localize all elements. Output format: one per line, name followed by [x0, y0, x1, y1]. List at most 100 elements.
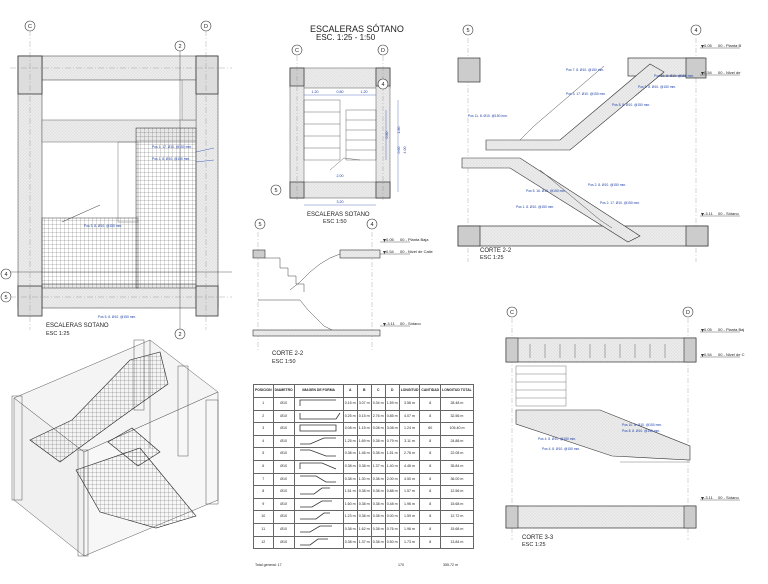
schedule-cell: 0.38 m — [342, 472, 358, 487]
corte-33-title: CORTE 3-3 — [522, 535, 554, 541]
schedule-cell — [293, 497, 344, 512]
schedule-header-cell: B — [356, 384, 372, 398]
schedule-cell: Ø10 — [272, 397, 295, 411]
schedule-cell: 6 — [253, 459, 274, 474]
bar-shape-icon — [299, 538, 328, 545]
schedule-cell: 8 — [419, 535, 442, 550]
plan-small-title: ESCALERAS SOTANO — [307, 212, 370, 218]
schedule-cell: 8 — [419, 447, 442, 461]
grid-bubble-label: 4 — [381, 82, 384, 88]
schedule-cell: 22.08 m — [440, 447, 474, 461]
schedule-cell: 7 — [253, 472, 274, 487]
sheet-title: ESCALERAS SÓTANO — [310, 24, 404, 34]
schedule-cell: Ø10 — [272, 459, 295, 474]
level-marker — [383, 251, 386, 254]
schedule-cell: 0.38 m — [356, 497, 372, 512]
schedule-cell: 1.62 m — [356, 522, 372, 537]
rebar-label: Pos 5. 16. Ø10. @150 mm. — [526, 189, 566, 193]
grid-bubble-label: 4 — [4, 272, 7, 278]
plan-small — [289, 56, 399, 206]
schedule-cell: 0.38 m — [356, 510, 372, 524]
schedule-cell: Ø10 — [272, 522, 295, 537]
schedule-cell: 0.88 m — [384, 485, 400, 499]
bar-shape-icon — [299, 412, 341, 419]
bar-shape-icon — [299, 525, 332, 533]
grid-bubble: D — [682, 306, 694, 318]
grid-bubble: 4 — [377, 78, 389, 90]
schedule-cell: 0.48 m — [384, 497, 400, 512]
bar-shape-icon — [299, 512, 330, 520]
rebar-label: Pos 9. 8. Ø10. @150 mm. — [638, 85, 676, 89]
dimension-value: 0.80 — [385, 132, 389, 139]
schedule-cell: 2.00 m — [384, 472, 400, 487]
schedule-total-label: Total general: 17 — [255, 563, 282, 567]
bar-shape-icon — [299, 449, 336, 457]
schedule-cell: 4.50 m — [398, 472, 421, 487]
schedule-cell: 0.38 m — [370, 497, 386, 512]
schedule-cell: Ø10 — [272, 535, 295, 550]
rebar-label: Pos 11. 8. Ø10. @150 mm. — [468, 114, 508, 118]
bar-shape-icon — [299, 399, 336, 406]
schedule-total-count: 170 — [398, 563, 404, 567]
corte-33 — [505, 318, 740, 540]
grid-bubble: D — [377, 44, 389, 56]
bar-shape-icon — [299, 500, 332, 508]
rebar-label: Pos 8. 8. Ø10. @150 mm. — [612, 103, 650, 107]
schedule-cell: 35.84 m — [440, 459, 474, 474]
schedule-cell: Ø10 — [272, 422, 295, 436]
grid-bubble: C — [24, 20, 36, 32]
level-elevation: 0.05 — [386, 237, 395, 242]
level-name: 00 - Planta Baja — [400, 237, 429, 242]
schedule-header-cell: POSICION — [253, 384, 274, 398]
schedule-cell: 2 — [253, 409, 274, 424]
grid-bubble-label: 5 — [466, 28, 469, 34]
schedule-cell: 0.15 m — [342, 397, 358, 411]
schedule-cell: 8 — [419, 472, 442, 487]
grid-bubble: 4 — [0, 268, 12, 280]
schedule-cell: 1.59 m — [384, 397, 400, 411]
level-marker — [701, 329, 704, 332]
level-elevation: 0.54 — [704, 352, 713, 357]
rebar-label: Pos 10. 8. Ø10. @150 mm. — [622, 423, 662, 427]
corte-22-title: CORTE 2-2 — [480, 248, 512, 254]
schedule-cell: 0.00 m — [384, 510, 400, 524]
dimension-value: 1.80 — [397, 127, 401, 134]
schedule-cell: 2.76 m — [370, 409, 386, 424]
rebar-label: Pos 4. 8. Ø10. @150 mm. — [542, 447, 580, 451]
schedule-cell: 15.68 m — [440, 522, 474, 537]
schedule-cell: Ø10 — [272, 485, 295, 499]
schedule-cell: 1.51 m — [384, 447, 400, 461]
schedule-cell — [293, 434, 344, 449]
schedule-cell: 8 — [419, 485, 442, 499]
schedule-cell: 8 — [419, 459, 442, 474]
level-marker — [701, 213, 704, 216]
schedule-cell: 1.60 m — [342, 497, 358, 512]
schedule-cell: 3.07 m — [356, 397, 372, 411]
schedule-cell: 1.51 m — [342, 485, 358, 499]
schedule-cell: 1.23 m — [342, 510, 358, 524]
schedule-header-cell: LONGITUD TOTAL — [440, 384, 474, 398]
schedule-cell: 0.38 m — [370, 434, 386, 449]
grid-bubble: 4 — [690, 24, 702, 36]
plan-main — [10, 30, 232, 330]
bar-shape-icon — [299, 487, 330, 495]
schedule-cell: 0.79 m — [384, 434, 400, 449]
rebar-label: Pos 5. 8. Ø10. @150 mm. — [98, 315, 136, 319]
level-elevation: -3.11 — [704, 495, 714, 500]
schedule-cell: 1.15 m — [356, 422, 372, 436]
level-marker — [383, 239, 386, 242]
grid-bubble-label: 5 — [258, 222, 261, 228]
schedule-cell: 0.50 m — [384, 535, 400, 550]
schedule-cell: 24.88 m — [440, 434, 474, 449]
grid-bubble: 5 — [254, 218, 266, 230]
grid-bubble: D — [200, 20, 212, 32]
grid-bubble: C — [291, 44, 303, 56]
schedule-cell: 1.37 m — [370, 459, 386, 474]
schedule-cell: 3.11 m — [398, 434, 421, 449]
schedule-cell: Ø10 — [272, 434, 295, 449]
